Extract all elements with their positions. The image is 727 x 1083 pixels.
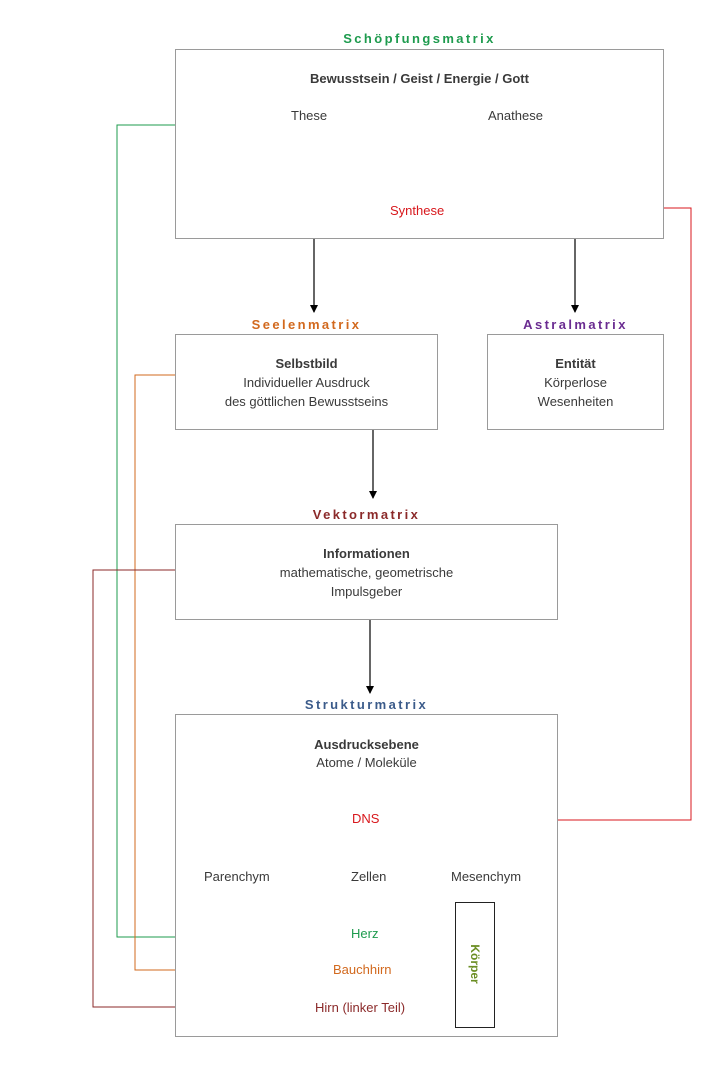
- seelen-line2: des göttlichen Bewusstseins: [224, 394, 389, 409]
- zellen-label: Zellen: [351, 869, 387, 884]
- bauchhirn-label: Bauchhirn: [333, 962, 392, 977]
- schoepfung-heading: Bewusstsein / Geist / Energie / Gott: [310, 71, 529, 86]
- dns-label: DNS: [352, 811, 380, 826]
- mesenchym-label: Mesenchym: [451, 869, 522, 884]
- anathese-label: Anathese: [488, 108, 543, 123]
- vektor-box: Informationen mathematische, geometrisch…: [175, 524, 558, 620]
- seelen-line1: Individueller Ausdruck: [243, 375, 370, 390]
- astral-title: Astralmatrix: [523, 317, 628, 332]
- schoepfung-box: Bewusstsein / Geist / Energie / Gott The…: [175, 49, 664, 239]
- schoepfung-title: Schöpfungsmatrix: [343, 31, 496, 46]
- synthese-label: Synthese: [390, 203, 445, 218]
- vektor-line1: mathematische, geometrische: [279, 565, 454, 580]
- hirn-label: Hirn (linker Teil): [315, 1000, 406, 1015]
- herz-label: Herz: [351, 926, 379, 941]
- seelen-heading: Selbstbild: [275, 356, 338, 371]
- astral-line2: Wesenheiten: [537, 394, 614, 409]
- struktur-heading: Ausdrucksebene: [314, 737, 419, 752]
- struktur-box: Ausdrucksebene Atome / Moleküle: [175, 714, 558, 1037]
- koerper-label: Körper: [468, 944, 482, 984]
- vektor-title: Vektormatrix: [312, 507, 421, 522]
- astral-heading: Entität: [555, 356, 596, 371]
- struktur-title: Strukturmatrix: [304, 697, 429, 712]
- seelen-title: Seelenmatrix: [251, 317, 362, 332]
- struktur-line1: Atome / Moleküle: [316, 755, 417, 770]
- parenchym-label: Parenchym: [204, 869, 270, 884]
- seelen-box: Selbstbild Individueller Ausdruck des gö…: [175, 334, 438, 430]
- astral-box: Entität Körperlose Wesenheiten: [487, 334, 664, 430]
- vektor-heading: Informationen: [323, 546, 410, 561]
- vektor-line2: Impulsgeber: [330, 584, 403, 599]
- these-label: These: [291, 108, 328, 123]
- astral-line1: Körperlose: [544, 375, 607, 390]
- koerper-box: [455, 902, 495, 1028]
